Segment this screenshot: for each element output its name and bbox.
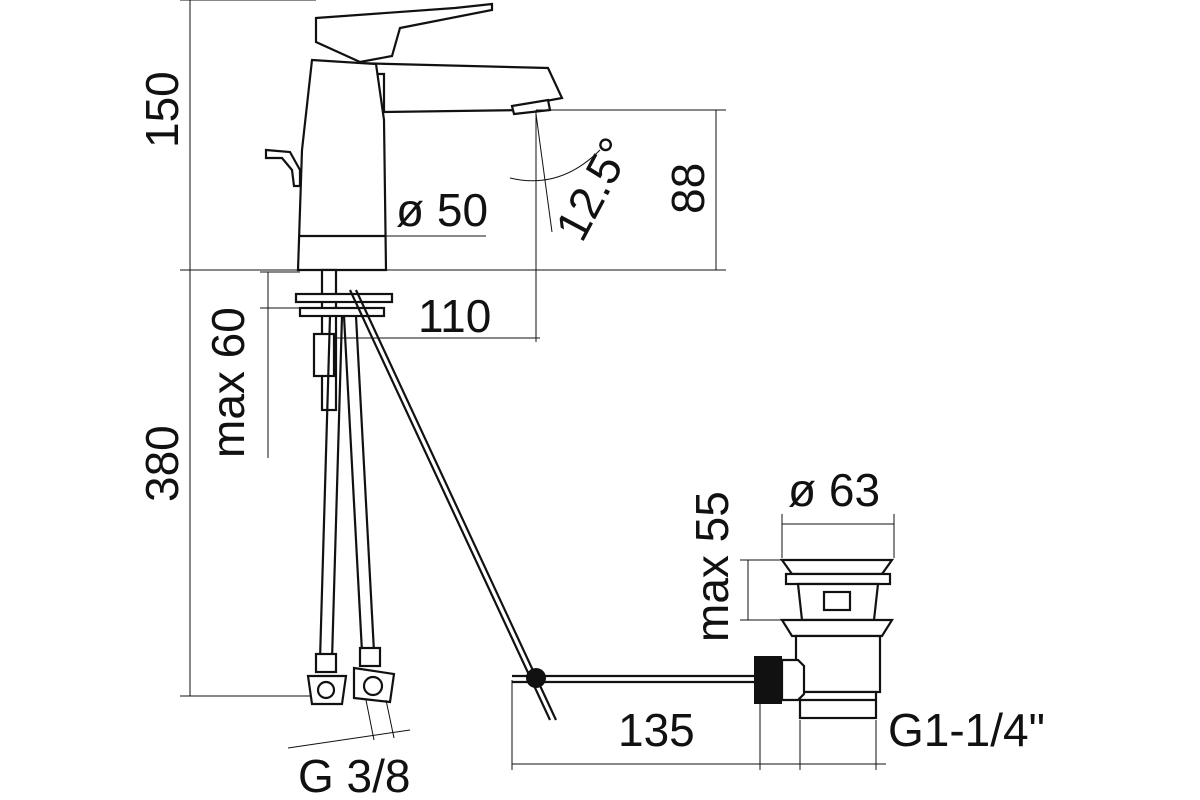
label-88: 88 [662, 163, 714, 214]
rod-connector-nut [754, 656, 782, 704]
pop-up-rod [349, 289, 760, 721]
label-dia-50: ø 50 [396, 184, 488, 236]
label-max-60: max 60 [202, 307, 254, 458]
waste-valve [754, 558, 895, 720]
label-g1-1-4: G1-1/4" [888, 704, 1045, 756]
pop-up-lift-rod [264, 148, 302, 188]
label-g-3-8: G 3/8 [298, 750, 411, 800]
label-150: 150 [136, 71, 188, 148]
dimension-lines [180, 0, 895, 770]
flexible-hoses [306, 315, 396, 706]
label-380: 380 [136, 425, 188, 502]
label-dia-63: ø 63 [788, 464, 880, 516]
lever-handle [314, 2, 494, 64]
label-max-55: max 55 [686, 491, 738, 642]
label-135: 135 [618, 704, 695, 756]
label-110: 110 [418, 290, 491, 342]
dimension-labels: 150 380 max 60 88 12.5° ø 50 110 G 3/8 ø… [136, 71, 1045, 800]
mounting-shank [294, 268, 394, 412]
faucet-body [296, 58, 388, 272]
label-12-5-deg: 12.5° [545, 129, 642, 249]
